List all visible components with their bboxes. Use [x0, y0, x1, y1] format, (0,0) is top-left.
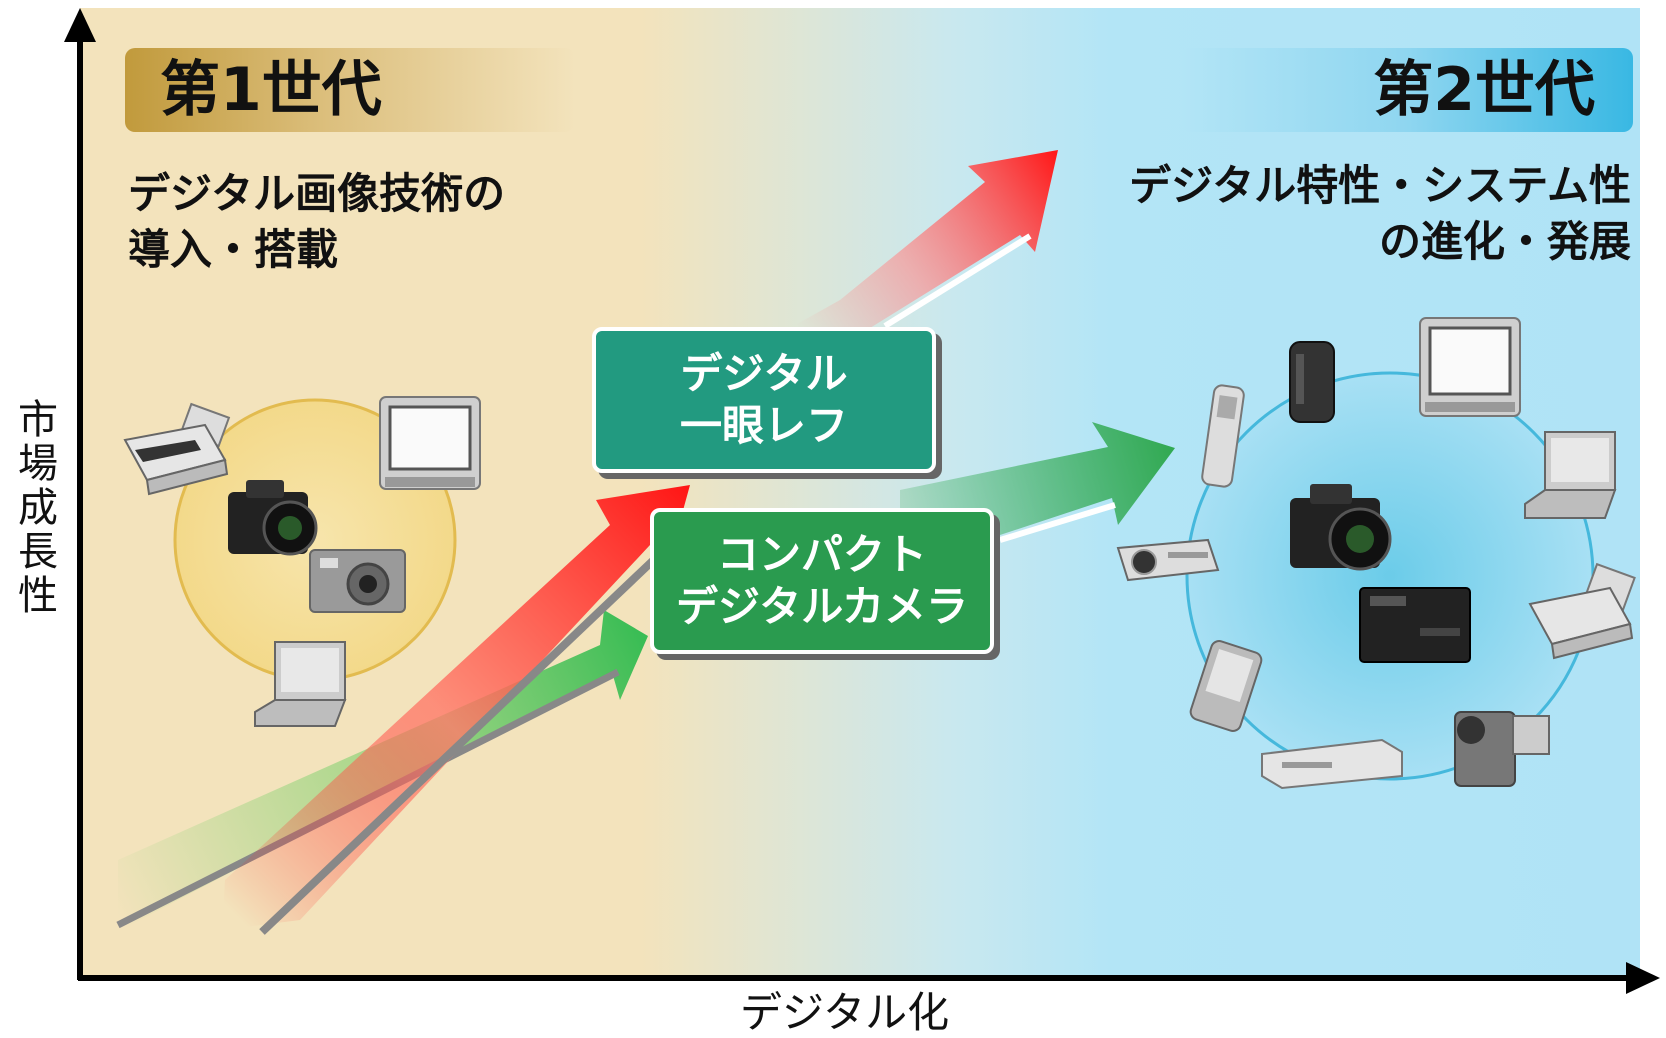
mobile-phone-icon: [1201, 384, 1245, 488]
tv-icon: [1419, 317, 1521, 417]
compact-label-box: コンパクト デジタルカメラ: [650, 508, 994, 654]
compact-camera-icon: [309, 549, 406, 613]
gen2-description: デジタル特性・システム性 の進化・発展: [1129, 161, 1631, 266]
tv-icon: [379, 396, 481, 490]
camcorder-icon: [1454, 711, 1550, 787]
x-axis-arrowhead: [1626, 962, 1660, 994]
dslr-growth-arrow: [222, 485, 690, 935]
dslr-camera-icon: [1290, 484, 1392, 571]
dslr-camera-icon: [228, 480, 318, 556]
gen1-title: 第1世代: [125, 48, 575, 132]
laptop-icon: [254, 641, 347, 727]
printer-icon: [123, 402, 231, 496]
dvd-recorder-icon: [1261, 738, 1403, 790]
x-axis: [78, 962, 1660, 994]
compact-camera-icon: [1359, 587, 1471, 663]
x-axis-label: デジタル化: [740, 988, 950, 1037]
pda-icon: [1189, 640, 1263, 732]
y-axis: [64, 8, 96, 980]
y-axis-label: 市場成長性: [18, 397, 58, 619]
y-axis-arrowhead: [64, 8, 96, 42]
gen1-description: デジタル画像技術の 導入・搭載: [128, 169, 506, 274]
projector-icon: [1116, 538, 1220, 582]
external-hdd-icon: [1289, 341, 1335, 423]
laptop-icon: [1524, 431, 1617, 519]
dslr-to-gen2-arrow: [790, 150, 1058, 329]
printer-icon: [1528, 562, 1636, 660]
gen2-title: 第2世代: [1180, 48, 1633, 132]
dslr-label-box: デジタル 一眼レフ: [592, 327, 936, 473]
